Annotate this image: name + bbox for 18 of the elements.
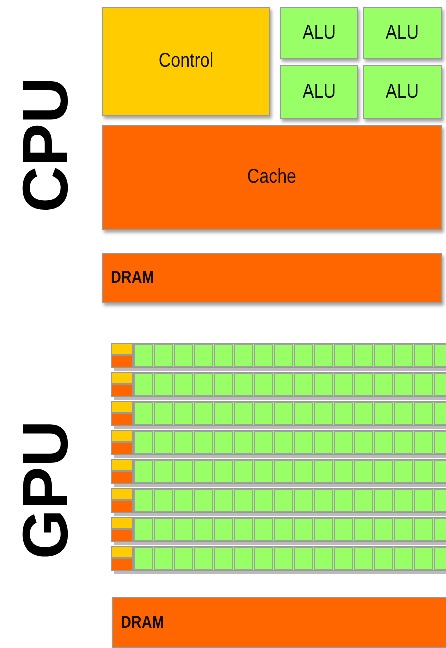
component-label: ALU (302, 22, 336, 44)
component-label: ALU (386, 80, 420, 104)
component-label: DRAM (111, 268, 154, 288)
component-label: ALU (302, 80, 336, 104)
cache-box (102, 125, 442, 230)
alu-box (280, 65, 358, 119)
dram-box (112, 597, 446, 648)
component-label: Cache (247, 166, 297, 189)
processor-label: GPU (8, 420, 82, 560)
processor-label: CPU (8, 77, 82, 213)
component-label: ALU (386, 22, 420, 44)
component-label: DRAM (121, 612, 164, 632)
alu-box (363, 65, 442, 119)
alu-box (280, 7, 358, 59)
dram-box (102, 253, 442, 303)
control-unit-box (102, 7, 270, 116)
component-label: Control (158, 50, 214, 73)
alu-box (363, 7, 442, 59)
